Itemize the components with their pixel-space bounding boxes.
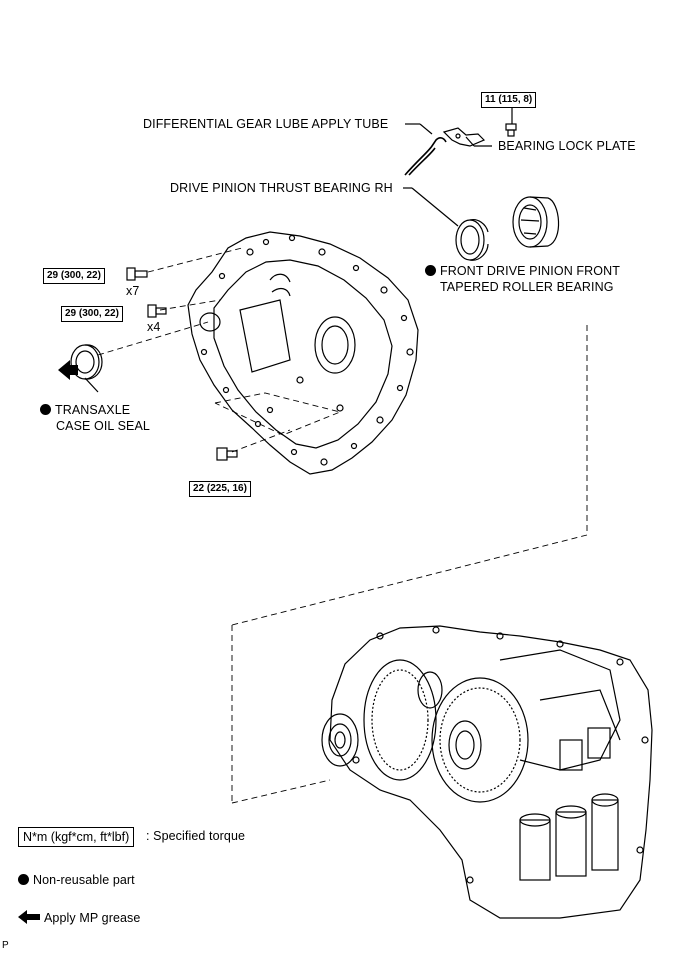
torque-lower-bolt: 22 (225, 16) (189, 481, 251, 497)
tapered-roller-bearing (512, 196, 560, 248)
upper-bolt (126, 267, 148, 281)
leader-lines (84, 107, 513, 393)
lower-bolt (216, 447, 238, 461)
front-bearing-line1: FRONT DRIVE PINION FRONT (440, 264, 620, 278)
legend-grease: Apply MP grease (18, 910, 140, 926)
nonreusable-dot-icon (425, 265, 436, 276)
transaxle-case (187, 231, 419, 475)
nonreusable-dot-icon (40, 404, 51, 415)
oil-seal-line1: TRANSAXLE (55, 403, 131, 417)
transaxle-case-oil-seal (70, 344, 103, 380)
legend-torque-box: N*m (kgf*cm, ft*lbf) (18, 827, 135, 847)
grease-arrow-icon (18, 910, 40, 924)
lock-plate-bolt (505, 123, 517, 137)
bearing-lock-plate (442, 127, 486, 147)
lube-tube-label: DIFFERENTIAL GEAR LUBE APPLY TUBE (143, 117, 389, 131)
upper-bolts-count: x7 (126, 284, 140, 298)
legend-nonreusable: Non-reusable part (18, 873, 135, 888)
corner-mark: P (2, 940, 9, 951)
oil-seal-line2: CASE OIL SEAL (56, 419, 150, 433)
grease-arrow (58, 360, 78, 380)
alignment-lines (97, 247, 588, 804)
legend-grease-text: Apply MP grease (44, 911, 141, 925)
lube-apply-tube (404, 137, 447, 176)
oil-seal-label: TRANSAXLE (40, 403, 130, 418)
transaxle-assembly (321, 625, 653, 919)
torque-upper-bolts: 29 (300, 22) (43, 268, 105, 284)
front-bearing-label: FRONT DRIVE PINION FRONT (425, 264, 620, 279)
middle-bolt (147, 304, 167, 318)
front-bearing-line2: TAPERED ROLLER BEARING (440, 280, 614, 294)
torque-lock-plate-bolt: 11 (115, 8) (481, 92, 537, 108)
torque-middle-bolts: 29 (300, 22) (61, 306, 123, 322)
thrust-bearing-ring (455, 219, 489, 261)
thrust-bearing-label: DRIVE PINION THRUST BEARING RH (170, 181, 393, 195)
middle-bolts-count: x4 (147, 320, 161, 334)
legend-torque-text: : Specified torque (146, 829, 246, 843)
bearing-lock-plate-label: BEARING LOCK PLATE (498, 139, 636, 153)
nonreusable-dot-icon (18, 874, 29, 885)
legend-nonreusable-text: Non-reusable part (33, 873, 135, 887)
